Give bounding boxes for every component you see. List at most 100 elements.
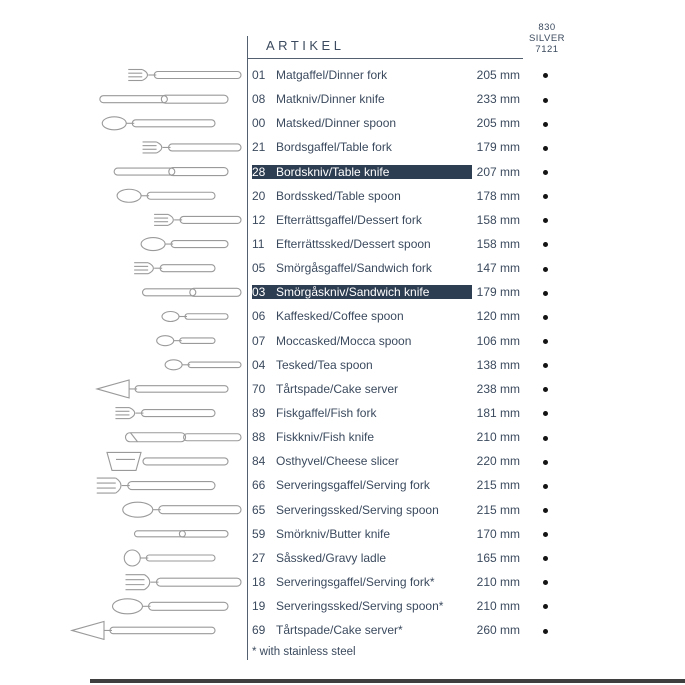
sandwich-knife-icon xyxy=(189,287,242,297)
article-number: 21 xyxy=(252,140,266,155)
silver-dot-cell xyxy=(520,140,570,154)
article-name: Bordsgaffel/Table fork xyxy=(276,140,392,155)
article-length: 207 mm xyxy=(476,164,520,179)
article-length: 120 mm xyxy=(476,309,520,324)
cake-server-icon xyxy=(95,379,130,399)
article-length: 215 mm xyxy=(476,478,520,493)
serving-fork-icon xyxy=(155,577,242,587)
series-line-7121: 7121 xyxy=(535,44,559,55)
vertical-divider xyxy=(247,36,248,660)
silver-dot-cell xyxy=(520,285,570,299)
silver-dot-cell xyxy=(520,189,570,203)
silver-dot-cell xyxy=(520,309,570,323)
article-length: 205 mm xyxy=(476,116,520,131)
silver-dot-cell xyxy=(520,237,570,251)
article-number: 69 xyxy=(252,623,266,638)
dinner-fork-icon xyxy=(153,70,242,80)
silver-dot-cell xyxy=(520,116,570,130)
article-number: 70 xyxy=(252,381,266,396)
article-number: 05 xyxy=(252,261,266,276)
sandwich-fork-icon xyxy=(159,264,216,273)
article-number: 20 xyxy=(252,188,266,203)
silver-available-dot xyxy=(542,580,548,586)
article-length: 181 mm xyxy=(476,406,520,421)
article-length: 215 mm xyxy=(476,502,520,517)
silver-dot-cell xyxy=(520,454,570,468)
article-name: Efterrättssked/Dessert spoon xyxy=(276,237,431,252)
article-number: 65 xyxy=(252,502,266,517)
dinner-spoon-icon xyxy=(101,116,127,131)
gravy-ladle-icon xyxy=(145,554,216,562)
silver-dot-cell xyxy=(520,623,570,637)
silver-available-dot xyxy=(542,266,548,272)
silver-dot-cell xyxy=(520,261,570,275)
cake-server-icon xyxy=(134,385,229,393)
silver-available-dot xyxy=(542,435,548,441)
silver-dot-cell xyxy=(520,334,570,348)
article-name: Fiskkniv/Fish knife xyxy=(276,430,375,445)
gravy-ladle-icon xyxy=(123,549,141,567)
serving-spoon-icon xyxy=(122,501,154,518)
article-number: 18 xyxy=(252,575,266,590)
article-name: Serveringssked/Serving spoon* xyxy=(276,599,444,614)
cake-server-icon xyxy=(69,620,105,641)
article-name: Osthyvel/Cheese slicer xyxy=(276,454,399,469)
silver-dot-cell xyxy=(520,430,570,444)
serving-fork-icon xyxy=(127,480,216,491)
fish-fork-icon xyxy=(140,409,216,418)
fish-knife-icon xyxy=(124,432,187,443)
article-length: 233 mm xyxy=(476,92,520,107)
article-number: 07 xyxy=(252,333,266,348)
article-number: 03 xyxy=(252,285,269,300)
article-length: 165 mm xyxy=(476,550,520,565)
fish-fork-icon xyxy=(129,407,136,420)
silver-dot-cell xyxy=(520,599,570,613)
page-title: ARTIKEL xyxy=(266,38,345,53)
silver-available-dot xyxy=(542,411,548,417)
silver-available-dot xyxy=(542,290,548,296)
cutlery-illustrations xyxy=(69,68,242,641)
article-name: Bordssked/Table spoon xyxy=(276,188,401,203)
series-label: 830 SILVER 7121 xyxy=(518,22,576,55)
silver-dot-cell xyxy=(520,213,570,227)
article-length: 238 mm xyxy=(476,381,520,396)
article-number: 27 xyxy=(252,550,266,565)
silver-dot-cell xyxy=(520,503,570,517)
article-name: Smörkniv/Butter knife xyxy=(276,526,391,541)
article-number: 00 xyxy=(252,116,266,131)
silver-available-dot xyxy=(542,556,548,562)
silver-available-dot xyxy=(542,507,548,513)
sandwich-knife-icon xyxy=(142,288,197,297)
coffee-spoon-icon xyxy=(184,313,229,320)
serving-fork-icon xyxy=(144,574,151,591)
dinner-spoon-icon xyxy=(131,119,216,128)
article-number: 88 xyxy=(252,430,266,445)
silver-dot-cell xyxy=(520,527,570,541)
silver-available-dot xyxy=(542,121,548,127)
dessert-spoon-icon xyxy=(140,237,166,252)
article-number: 28 xyxy=(252,164,269,179)
article-length: 210 mm xyxy=(476,599,520,614)
article-length: 138 mm xyxy=(476,357,520,372)
dinner-fork-icon xyxy=(142,69,149,81)
serving-spoon-icon xyxy=(147,601,229,611)
dessert-spoon-icon xyxy=(170,240,229,249)
article-length: 210 mm xyxy=(476,575,520,590)
silver-available-dot xyxy=(542,483,548,489)
article-name: Bordskniv/Table knife xyxy=(269,164,472,179)
serving-fork-icon xyxy=(115,477,122,494)
article-name: Matgaffel/Dinner fork xyxy=(276,68,388,83)
silver-available-dot xyxy=(542,363,548,369)
article-length: 158 mm xyxy=(476,212,520,227)
silver-available-dot xyxy=(542,194,548,200)
